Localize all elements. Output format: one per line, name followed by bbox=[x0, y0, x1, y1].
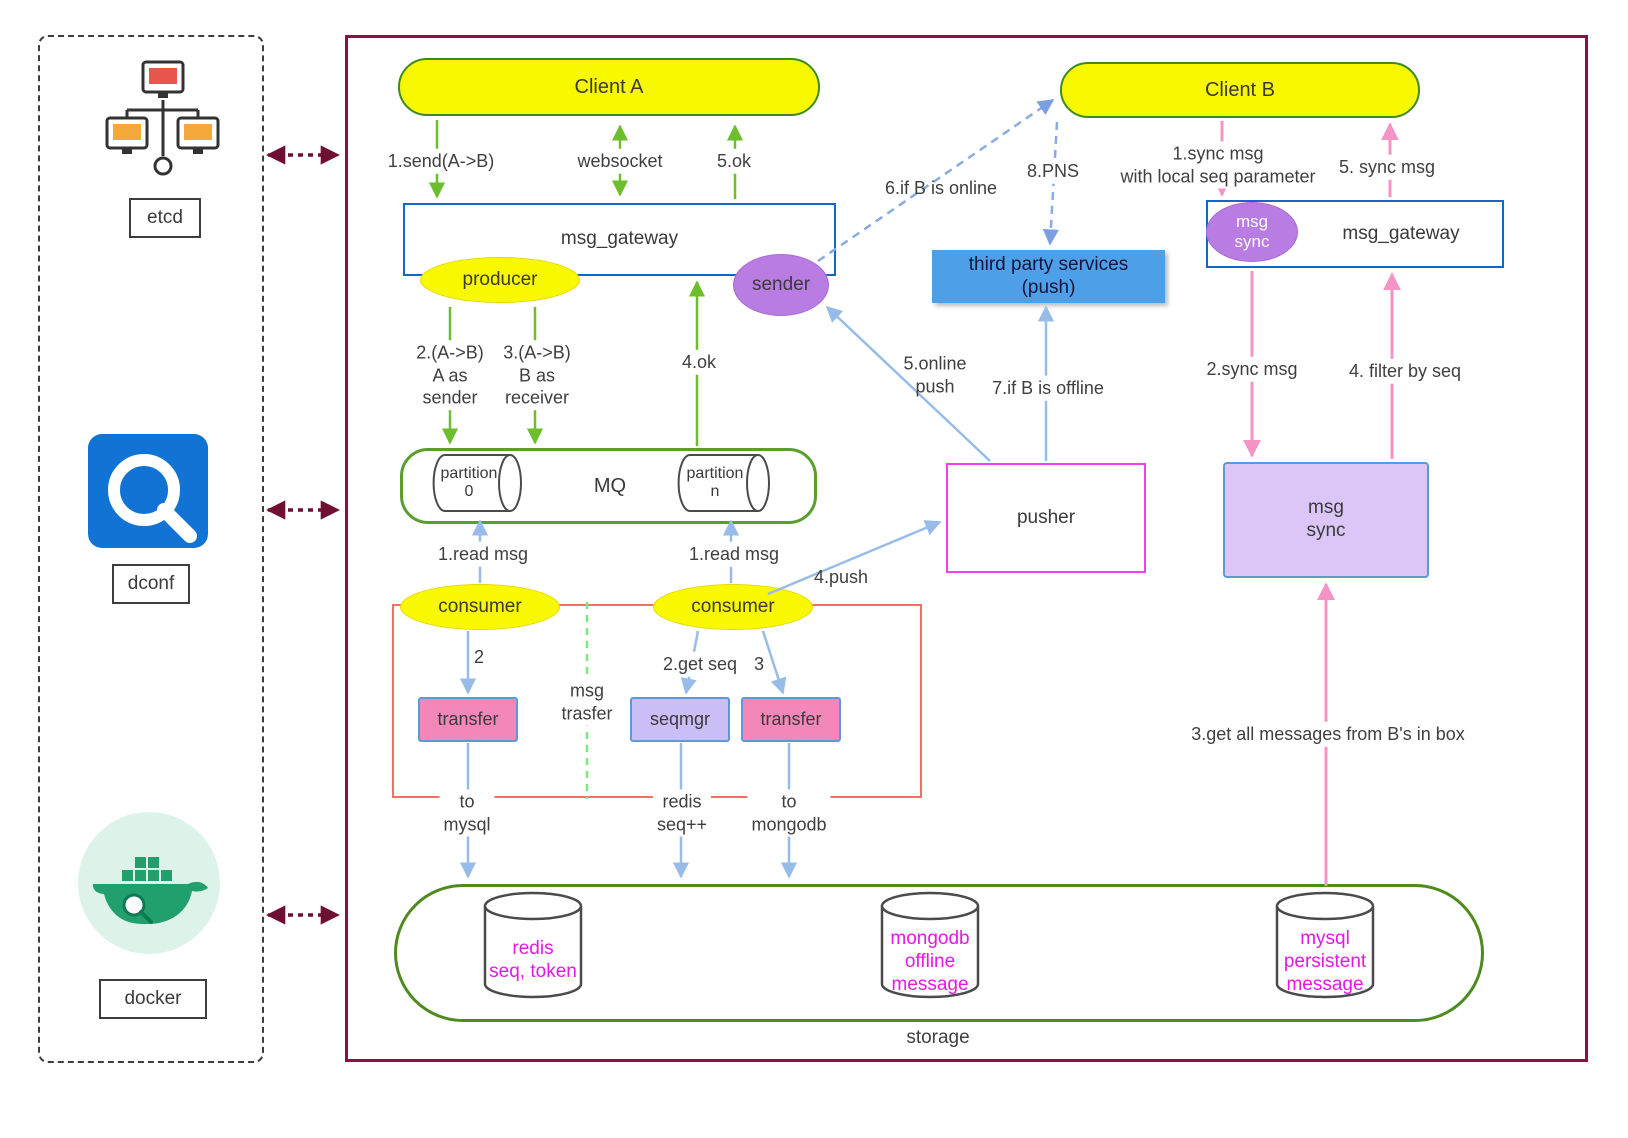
label-online-push: 5.online push bbox=[903, 353, 967, 397]
sender-text: sender bbox=[751, 273, 811, 295]
msg-gateway-b-text: msg_gateway bbox=[1342, 222, 1460, 244]
partition-n-label: partition n bbox=[672, 452, 758, 514]
label-if-b-online: 6.if B is online bbox=[884, 177, 998, 198]
transfer-right-node: transfer bbox=[741, 697, 841, 742]
consumer-left-node: consumer bbox=[400, 584, 560, 630]
label-step2: 2 bbox=[473, 646, 485, 667]
mongodb-db-label: mongodb offline message bbox=[890, 928, 970, 995]
client-b-node: Client B bbox=[1060, 62, 1420, 118]
client-a-text: Client A bbox=[574, 76, 644, 98]
msg-gateway-a-text: msg_gateway bbox=[560, 228, 679, 250]
consumer-right-text: consumer bbox=[691, 595, 775, 617]
etcd-label-text: etcd bbox=[147, 206, 183, 228]
label-pns: 8.PNS bbox=[1022, 158, 1084, 184]
label-sync-msg-2: 2.sync msg bbox=[1202, 356, 1302, 382]
label-push4: 4.push bbox=[813, 566, 869, 587]
mysql-cylinder bbox=[1275, 891, 1375, 999]
label-redis-seq: redis seq++ bbox=[652, 789, 712, 837]
redis-cylinder bbox=[483, 891, 583, 999]
etcd-cluster-icon bbox=[105, 60, 220, 176]
mq-text: MQ bbox=[593, 475, 627, 497]
label-filter-by-seq: 4. filter by seq bbox=[1344, 358, 1466, 384]
sender-node: sender bbox=[733, 254, 829, 316]
partition-0-text: partition 0 bbox=[440, 464, 498, 500]
mongodb-cylinder bbox=[880, 891, 980, 999]
dconf-wrench-icon bbox=[88, 434, 208, 548]
label-sync-msg-1: 1.sync msg with local seq parameter bbox=[1116, 141, 1320, 189]
label-sync-msg-5: 5. sync msg bbox=[1334, 154, 1440, 180]
label-send-ab: 1.send(A->B) bbox=[383, 148, 499, 174]
client-a-node: Client A bbox=[398, 58, 820, 116]
mq-label: MQ bbox=[575, 468, 645, 504]
consumer-left-text: consumer bbox=[438, 595, 522, 617]
label-get-all: 3.get all messages from B's in box bbox=[1187, 721, 1469, 747]
partition-n-cylinder bbox=[677, 454, 770, 512]
partition-n-text: partition n bbox=[686, 464, 744, 500]
label-step3: 3 bbox=[753, 653, 765, 674]
msg-sync-box-node: msg sync bbox=[1223, 462, 1429, 578]
etcd-label: etcd bbox=[129, 198, 201, 238]
main-diagram-border bbox=[345, 35, 1588, 1062]
label-a-as-sender: 2.(A->B) A as sender bbox=[412, 340, 488, 410]
redis-db-label: redis seq, token bbox=[489, 938, 577, 982]
transfer-right-text: transfer bbox=[760, 708, 822, 729]
consumer-right-node: consumer bbox=[653, 584, 813, 630]
client-b-text: Client B bbox=[1204, 79, 1276, 101]
transfer-left-text: transfer bbox=[437, 708, 499, 729]
producer-node: producer bbox=[420, 257, 580, 303]
pusher-text: pusher bbox=[1016, 506, 1076, 528]
docker-whale-icon bbox=[78, 812, 220, 954]
label-if-b-offline: 7.if B is offline bbox=[988, 375, 1108, 401]
partition-0-label: partition 0 bbox=[428, 452, 510, 514]
label-read-msg-right: 1.read msg bbox=[684, 541, 784, 567]
label-websocket: websocket bbox=[573, 148, 667, 174]
label-ok5: 5.ok bbox=[712, 148, 756, 174]
producer-text: producer bbox=[462, 268, 538, 290]
pusher-node: pusher bbox=[946, 463, 1146, 573]
dconf-label-text: dconf bbox=[127, 572, 175, 594]
third-party-text: third party services (push) bbox=[968, 253, 1129, 298]
msg-sync-badge: msg sync bbox=[1206, 202, 1298, 262]
dconf-label: dconf bbox=[112, 564, 190, 604]
label-to-mysql: to mysql bbox=[439, 789, 495, 837]
docker-label: docker bbox=[99, 979, 207, 1019]
docker-label-text: docker bbox=[124, 987, 182, 1009]
seqmgr-node: seqmgr bbox=[630, 697, 730, 742]
environment-panel bbox=[38, 35, 264, 1063]
msg-trasfer-note: msg trasfer bbox=[557, 678, 617, 726]
label-ok4: 4.ok bbox=[677, 349, 721, 375]
transfer-left-node: transfer bbox=[418, 697, 518, 742]
msg-sync-box-text: msg sync bbox=[1306, 497, 1346, 541]
label-get-seq: 2.get seq bbox=[658, 651, 742, 677]
seqmgr-text: seqmgr bbox=[649, 708, 711, 729]
third-party-services-node: third party services (push) bbox=[932, 250, 1165, 303]
label-b-as-receiver: 3.(A->B) B as receiver bbox=[499, 340, 575, 410]
mysql-db-label: mysql persistent message bbox=[1283, 928, 1367, 995]
storage-label: storage bbox=[906, 1027, 970, 1049]
label-read-msg-left: 1.read msg bbox=[433, 541, 533, 567]
msg-sync-badge-text: msg sync bbox=[1234, 211, 1270, 251]
label-to-mongodb: to mongodb bbox=[747, 789, 831, 837]
partition-0-cylinder bbox=[432, 454, 522, 512]
